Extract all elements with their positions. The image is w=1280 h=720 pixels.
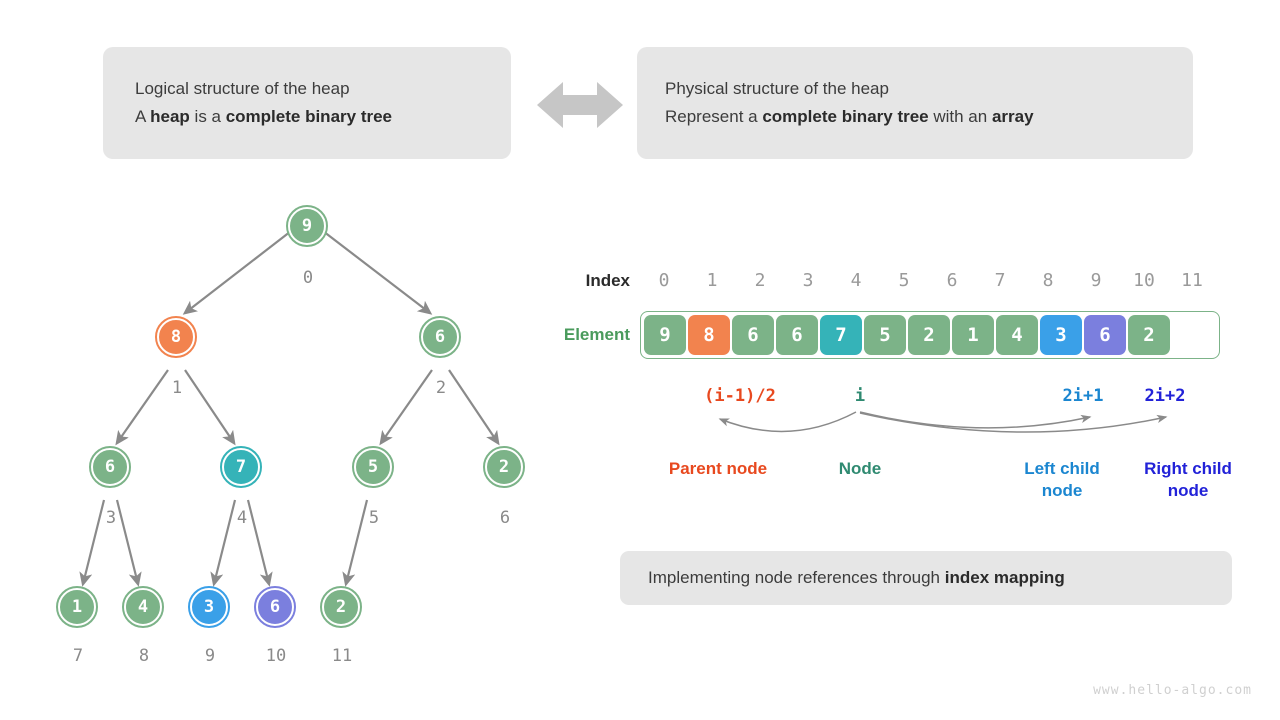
node-formula: i [854, 386, 866, 406]
tree-node-5: 5 [352, 446, 394, 488]
array-index-10: 10 [1133, 270, 1155, 291]
footer-bold: index mapping [944, 568, 1065, 588]
physical-line2-bold2: array [991, 107, 1034, 126]
array-index-7: 7 [994, 270, 1006, 291]
footer-caption-line: Implementing node references through ind… [648, 564, 1232, 592]
logical-structure-caption: Logical structure of the heap A heap is … [103, 47, 511, 159]
watermark: www.hello-algo.com [1093, 683, 1252, 698]
tree-node-index-0: 0 [302, 268, 314, 288]
logical-line2-mid: is a [189, 107, 226, 126]
tree-node-1: 8 [155, 316, 197, 358]
array-cell-7: 1 [952, 315, 994, 355]
logical-line2-bold2: complete binary tree [225, 107, 392, 126]
tree-node-11: 2 [320, 586, 362, 628]
parent-formula: (i-1)/2 [704, 386, 776, 406]
array-cell-11: 2 [1128, 315, 1170, 355]
array-cell-0: 9 [644, 315, 686, 355]
array-cell-2: 6 [732, 315, 774, 355]
tree-node-2: 6 [419, 316, 461, 358]
array-cell-3: 6 [776, 315, 818, 355]
tree-node-6: 2 [483, 446, 525, 488]
array-index-9: 9 [1090, 270, 1102, 291]
array-cell-1: 8 [688, 315, 730, 355]
tree-node-index-3: 3 [105, 508, 117, 528]
element-row-label: Element [563, 325, 630, 344]
array-index-4: 4 [850, 270, 862, 291]
tree-node-index-10: 10 [265, 646, 287, 666]
index-row-label: Index [585, 271, 630, 290]
tree-node-index-9: 9 [204, 646, 216, 666]
right-child-node-label: Right child node [1144, 459, 1232, 501]
index-mapping-arrows [718, 411, 1168, 433]
array-index-11: 11 [1181, 270, 1203, 291]
tree-node-index-11: 11 [331, 646, 353, 666]
array-cell-5: 5 [864, 315, 906, 355]
tree-edges [79, 227, 500, 587]
physical-structure-caption: Physical structure of the heap Represent… [637, 47, 1193, 159]
right-child-formula: 2i+2 [1144, 386, 1186, 406]
logical-caption-line2: A heap is a complete binary tree [135, 103, 511, 131]
left-child-node-label: Left child node [1024, 459, 1100, 501]
tree-node-4: 7 [220, 446, 262, 488]
physical-line2-bold1: complete binary tree [762, 107, 929, 126]
node-label: Node [838, 459, 882, 478]
array-cell-10: 6 [1084, 315, 1126, 355]
logical-line2-bold1: heap [150, 107, 190, 126]
tree-node-10: 6 [254, 586, 296, 628]
left-child-formula: 2i+1 [1062, 386, 1104, 406]
physical-line2-prefix: Represent a [665, 107, 763, 126]
tree-node-7: 1 [56, 586, 98, 628]
logical-line2-prefix: A [135, 107, 151, 126]
tree-node-index-7: 7 [72, 646, 84, 666]
index-mapping-caption: Implementing node references through ind… [620, 551, 1232, 605]
tree-node-9: 3 [188, 586, 230, 628]
array-cell-8: 4 [996, 315, 1038, 355]
physical-caption-line2: Represent a complete binary tree with an… [665, 103, 1193, 131]
tree-node-8: 4 [122, 586, 164, 628]
array-index-6: 6 [946, 270, 958, 291]
physical-caption-line1: Physical structure of the heap [665, 79, 889, 99]
array-cell-6: 2 [908, 315, 950, 355]
tree-node-index-6: 6 [499, 508, 511, 528]
tree-node-3: 6 [89, 446, 131, 488]
parent-node-label: Parent node [668, 459, 768, 478]
tree-node-index-4: 4 [236, 508, 248, 528]
tree-node-index-5: 5 [368, 508, 380, 528]
physical-line2-mid: with an [928, 107, 992, 126]
array-index-8: 8 [1042, 270, 1054, 291]
double-arrow-icon [537, 82, 623, 128]
tree-node-0: 9 [286, 205, 328, 247]
tree-node-index-1: 1 [171, 378, 183, 398]
logical-caption-line1: Logical structure of the heap [135, 79, 350, 99]
array-index-1: 1 [706, 270, 718, 291]
array-cell-4: 7 [820, 315, 862, 355]
tree-node-index-2: 2 [435, 378, 447, 398]
array-cell-9: 3 [1040, 315, 1082, 355]
footer-prefix: Implementing node references through [648, 568, 945, 588]
array-index-0: 0 [658, 270, 670, 291]
tree-node-index-8: 8 [138, 646, 150, 666]
array-index-5: 5 [898, 270, 910, 291]
array-index-2: 2 [754, 270, 766, 291]
array-index-3: 3 [802, 270, 814, 291]
